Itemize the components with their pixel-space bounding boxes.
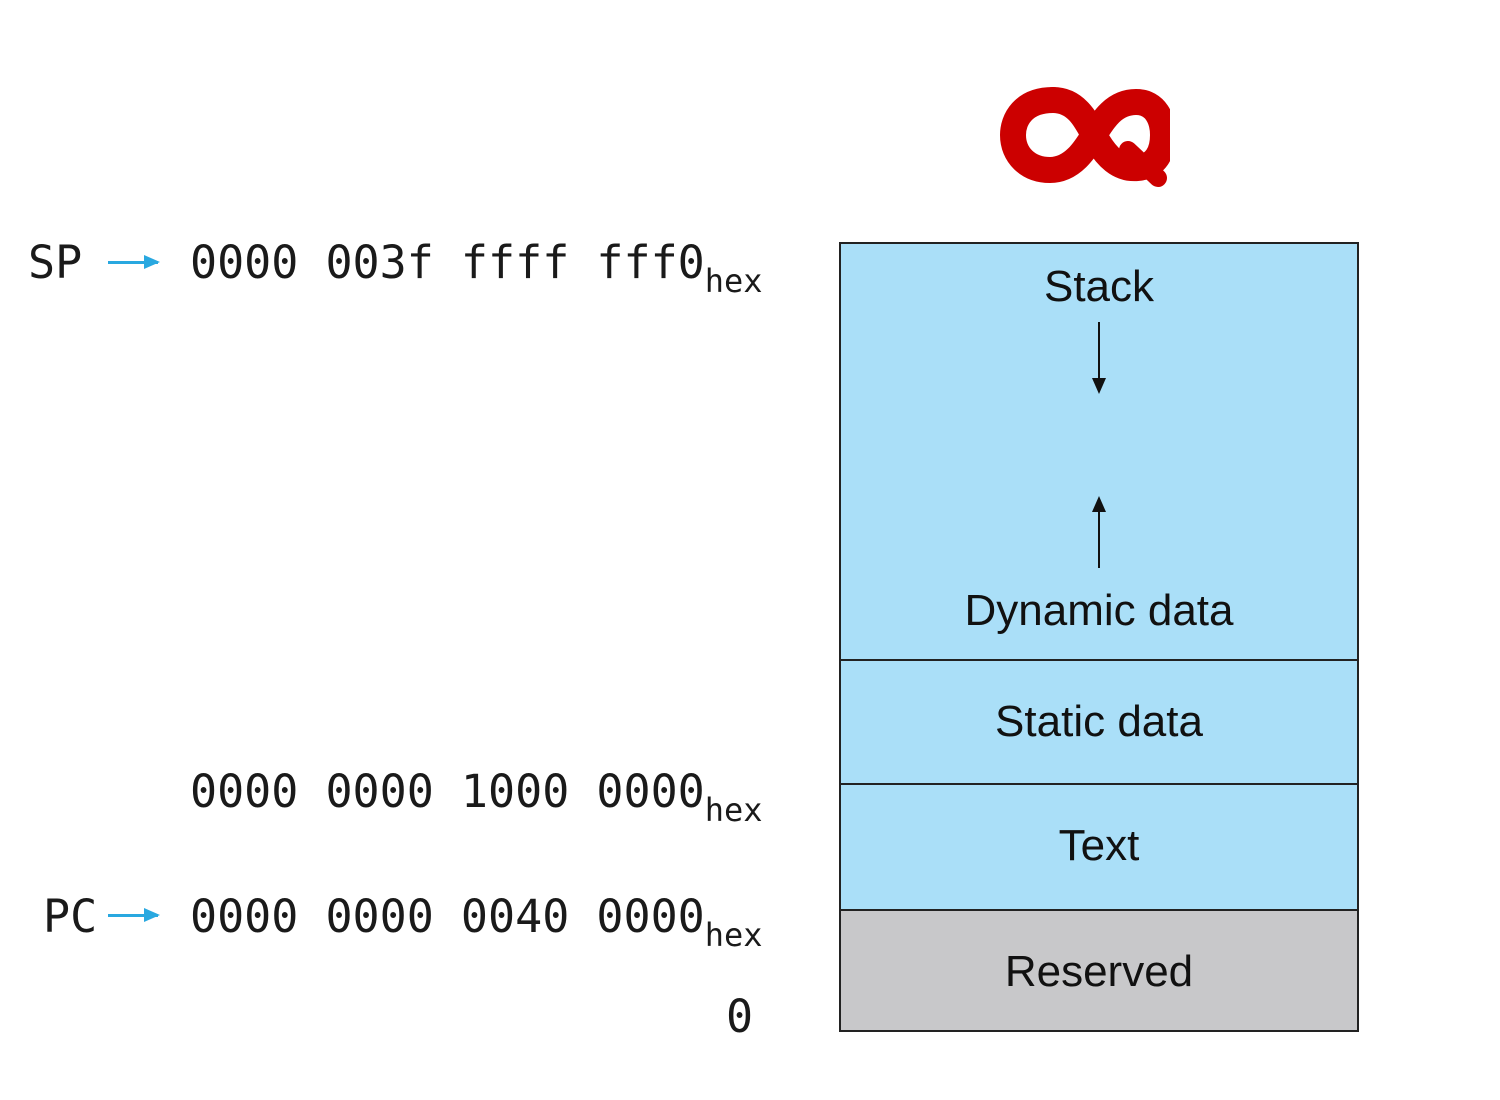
static-address: 0000 0000 1000 0000hex: [190, 765, 763, 829]
pc-address-value: 0000 0000 0040 0000: [190, 890, 705, 943]
pc-arrow-icon: [108, 908, 160, 922]
reserved-label: Reserved: [1004, 947, 1194, 996]
zero-address: 0: [726, 990, 754, 1043]
reserved-segment: Reserved: [841, 909, 1357, 1030]
memory-map: Stack Dynamic data Static data Text Rese…: [839, 242, 1359, 1032]
dynamic-growth-up-arrow-icon: [1092, 496, 1106, 568]
pc-pointer-label: PC: [43, 890, 98, 943]
static-data-label: Static data: [995, 697, 1203, 746]
static-data-segment: Static data: [841, 659, 1357, 783]
pc-address-suffix: hex: [704, 916, 763, 954]
stack-label: Stack: [1043, 262, 1155, 311]
sp-address: 0000 003f ffff fff0hex: [190, 236, 763, 300]
dynamic-data-label: Dynamic data: [964, 586, 1234, 635]
sp-arrow-icon: [108, 255, 160, 269]
static-address-value: 0000 0000 1000 0000: [190, 765, 705, 818]
pc-address: 0000 0000 0040 0000hex: [190, 890, 763, 954]
text-label: Text: [1058, 821, 1140, 870]
infinity-logo-icon: [1000, 87, 1170, 187]
stack-growth-down-arrow-icon: [1092, 322, 1106, 394]
text-segment: Text: [841, 783, 1357, 909]
static-address-suffix: hex: [704, 791, 763, 829]
stack-dynamic-segment: Stack Dynamic data: [841, 244, 1357, 659]
sp-address-value: 0000 003f ffff fff0: [190, 236, 705, 289]
sp-pointer-label: SP: [28, 236, 83, 289]
sp-address-suffix: hex: [704, 262, 763, 300]
